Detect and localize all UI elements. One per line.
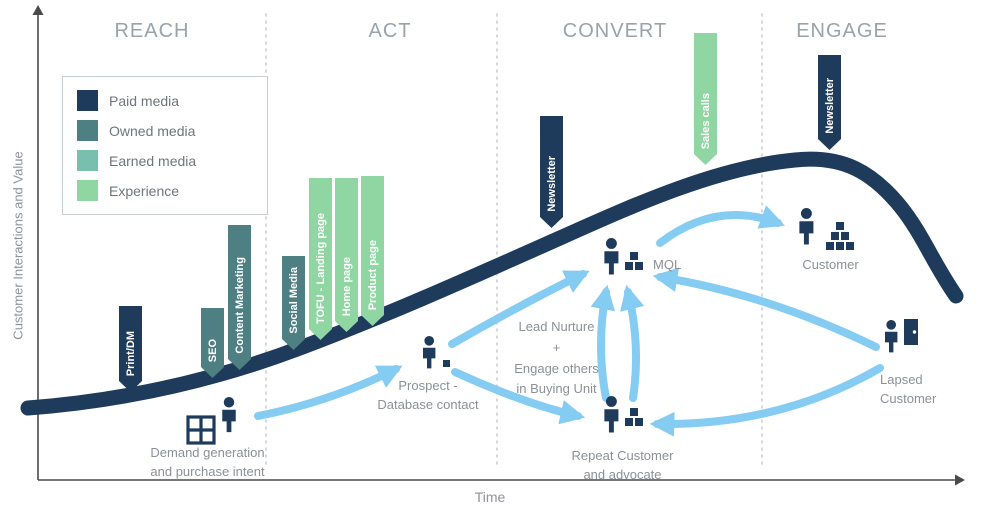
touchpoint-label: Home page: [340, 256, 353, 316]
legend-label: Owned media: [109, 122, 196, 139]
legend-item-earned-media: Earned media: [77, 150, 253, 171]
touchpoint-newsletter-2: Newsletter: [818, 55, 841, 150]
paid-media-swatch: [77, 90, 98, 111]
stage-header-reach: REACH: [114, 20, 190, 42]
touchpoint-home-page: Home page: [335, 178, 358, 332]
prospect-person-icon: [422, 336, 436, 369]
stage-header-act: ACT: [368, 20, 412, 42]
prospect-label: Prospect - Database contact: [377, 378, 479, 412]
touchpoint-newsletter-1: Newsletter: [540, 116, 563, 228]
y-axis-label: Customer Interactions and Value: [10, 151, 26, 340]
mql-label: MQL: [653, 257, 682, 272]
mql-person-icon: [604, 238, 619, 275]
stage-header-engage: ENGAGE: [796, 20, 888, 42]
legend-item-paid-media: Paid media: [77, 90, 253, 111]
legend-label: Earned media: [109, 152, 197, 169]
touchpoint-label: SEO: [206, 338, 219, 362]
demand-generation-label: Demand generation and purchase intent: [150, 445, 265, 479]
experience-swatch: [77, 180, 98, 201]
repeat-value-boxes: [625, 408, 643, 426]
touchpoint-label: Sales calls: [699, 92, 712, 149]
lapsed-customer-label: Lapsed Customer: [880, 372, 937, 406]
y-axis-arrow: [32, 5, 44, 15]
touchpoint-label: Social Media: [287, 267, 300, 334]
arrow-demand-to-prospect: [254, 365, 403, 420]
touchpoint-label: TOFU - Landing page: [314, 212, 327, 324]
x-axis-arrow: [955, 474, 965, 486]
touchpoint-content-marketing: Content Marketing: [228, 225, 251, 370]
touchpoint-social-media: Social Media: [282, 256, 305, 350]
mql-value-boxes: [625, 252, 643, 270]
touchpoint-label: Content Marketing: [233, 257, 246, 354]
owned-media-swatch: [77, 120, 98, 141]
customer-person-icon: [799, 208, 814, 245]
lifecycle-curve: [20, 151, 964, 416]
touchpoint-product-page: Product page: [361, 176, 384, 326]
persona-icons: [186, 208, 918, 445]
arrow-prospect-to-repeat: [451, 368, 586, 425]
touchpoint-label: Newsletter: [545, 156, 558, 212]
touchpoint-label: Product page: [366, 239, 379, 310]
stage-header-convert: CONVERT: [562, 20, 668, 42]
customer-value-boxes: [826, 222, 854, 250]
repeat-customer-label: Repeat Customer and advocate: [571, 448, 674, 482]
earned-media-swatch: [77, 150, 98, 171]
legend-label: Paid media: [109, 92, 180, 109]
door-icon: [904, 319, 918, 345]
legend-item-experience: Experience: [77, 180, 253, 201]
touchpoint-sales-calls: Sales calls: [694, 33, 717, 165]
customer-label: Customer: [802, 257, 859, 272]
arrow-lapsed-to-mql: [652, 267, 880, 351]
flow-arrows: [254, 205, 884, 437]
arrow-lapsed-to-repeat: [649, 364, 884, 437]
arrow-prospect-to-mql: [448, 270, 590, 348]
prospect-value-box: [443, 360, 450, 367]
arrow-mql-to-customer: [656, 205, 785, 247]
touchpoint-tofu-landing-page: TOFU - Landing page: [309, 178, 332, 340]
touchpoint-label: Print/DM: [124, 330, 137, 376]
demand-grid-icon: [186, 415, 216, 445]
touchpoint-seo: SEO: [201, 308, 224, 378]
repeat-person-icon: [604, 396, 619, 433]
x-axis-label: Time: [474, 489, 506, 505]
lead-nurture-annotation: Lead Nurture + Engage others in Buying U…: [514, 319, 599, 397]
touchpoint-print-dm: Print/DM: [119, 306, 142, 392]
arrow-repeat-to-mql-left: [590, 284, 615, 402]
demand-person-icon: [222, 397, 236, 433]
legend-item-owned-media: Owned media: [77, 120, 253, 141]
arrow-repeat-to-mql-right: [620, 284, 645, 402]
legend-label: Experience: [109, 182, 180, 199]
touchpoint-label: Newsletter: [823, 78, 836, 134]
media-legend: Paid media Owned media Earned media Expe…: [62, 76, 268, 215]
lapsed-person-icon: [884, 320, 898, 353]
